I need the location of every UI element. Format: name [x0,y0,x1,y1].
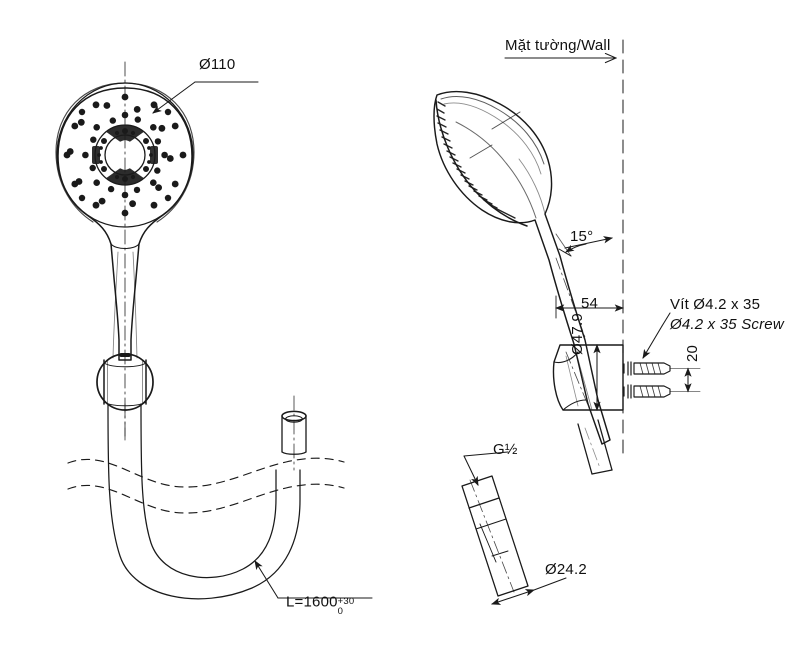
hub-segments [92,125,158,185]
label-thread: G½ [493,441,518,458]
label-bracket-diameter: Ø47.9 [569,313,586,355]
hose-end-fitting [281,395,307,471]
length-leader [254,560,279,599]
label-angle: 15° [570,228,594,245]
label-screw-en: Ø4.2 x 35 Screw [670,316,784,333]
hose-inner [140,403,277,579]
label-wall-en: Wall [581,37,611,54]
break-line-lower [67,483,345,514]
label-head-diameter: Ø110 [199,56,236,73]
front-view-shower [55,61,373,600]
spray-nozzles [63,93,187,217]
label-wall: Mặt tường/Wall [505,37,611,54]
label-tol-upper: +30 [337,596,355,607]
screw-leader [642,325,663,359]
hose-outer [107,403,301,600]
label-wall-vi: Mặt tường/ [505,37,582,54]
label-tol-lower: 0 [337,605,344,617]
break-line-upper [67,457,345,488]
connector-detail [461,451,567,605]
label-screw-vi: Vít Ø4.2 x 35 [670,296,761,313]
mounting-screws [623,361,671,399]
dia110-leader [152,81,196,114]
side-view-shower [433,39,701,475]
label-offset-54: 54 [581,295,599,312]
label-hose-length-main: L=1600 [286,593,338,611]
label-connector-diameter: Ø24.2 [545,561,587,578]
label-screw-spacing: 20 [684,344,701,362]
thread-leader [463,455,479,486]
dim-24-2 [491,589,535,605]
